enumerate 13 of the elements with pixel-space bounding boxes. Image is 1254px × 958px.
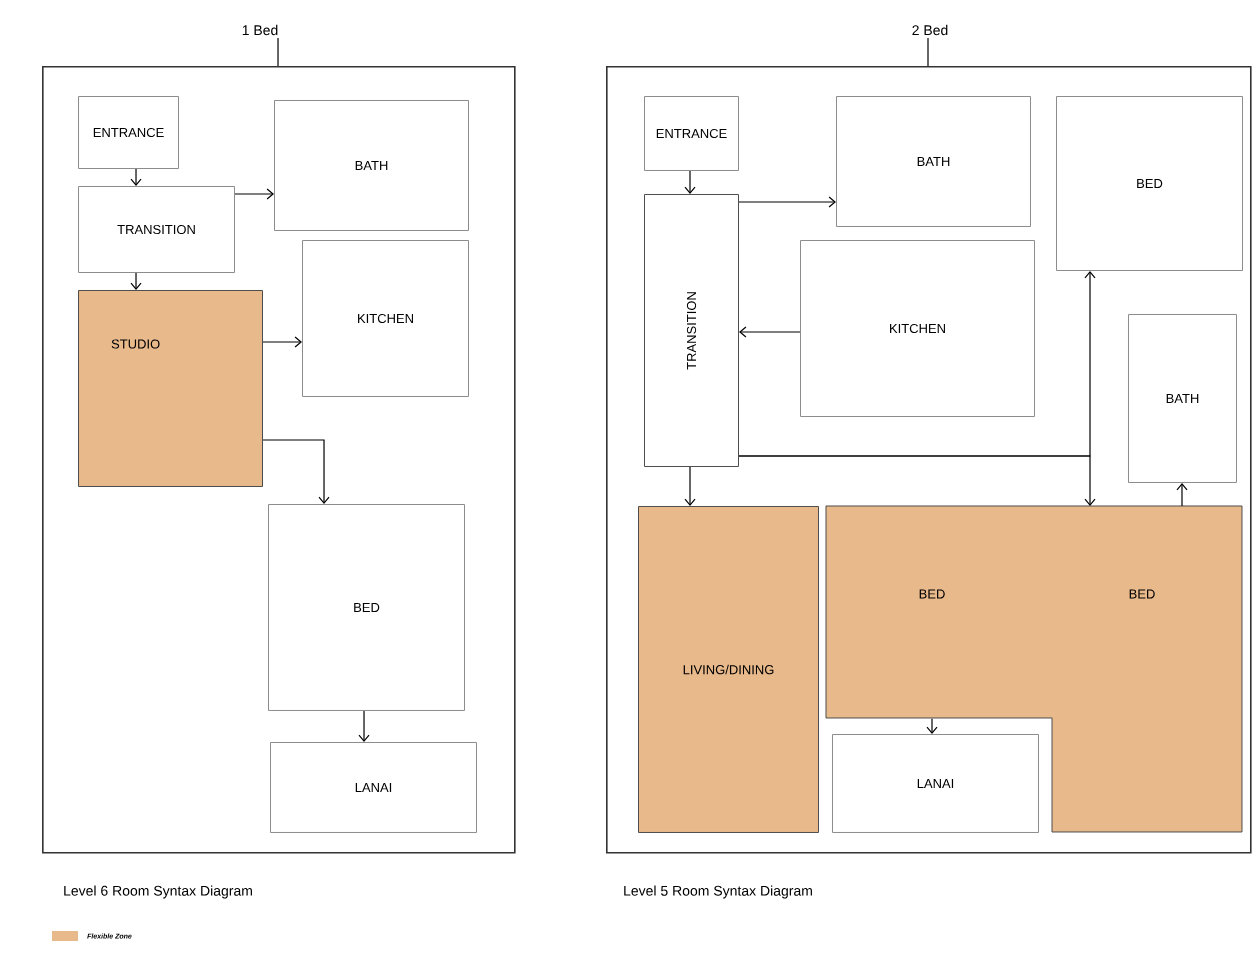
- arrow: [358, 710, 370, 742]
- arrow: [738, 455, 1096, 506]
- arrow: [130, 272, 142, 290]
- arrow: [739, 326, 801, 338]
- arrow: [262, 439, 330, 504]
- arrow: [262, 336, 302, 348]
- arrow: [130, 168, 142, 186]
- arrow: [1176, 483, 1188, 507]
- arrow: [926, 718, 938, 734]
- arrow: [738, 196, 836, 208]
- arrow: [234, 188, 274, 200]
- arrow: [684, 466, 696, 506]
- arrow: [684, 170, 696, 194]
